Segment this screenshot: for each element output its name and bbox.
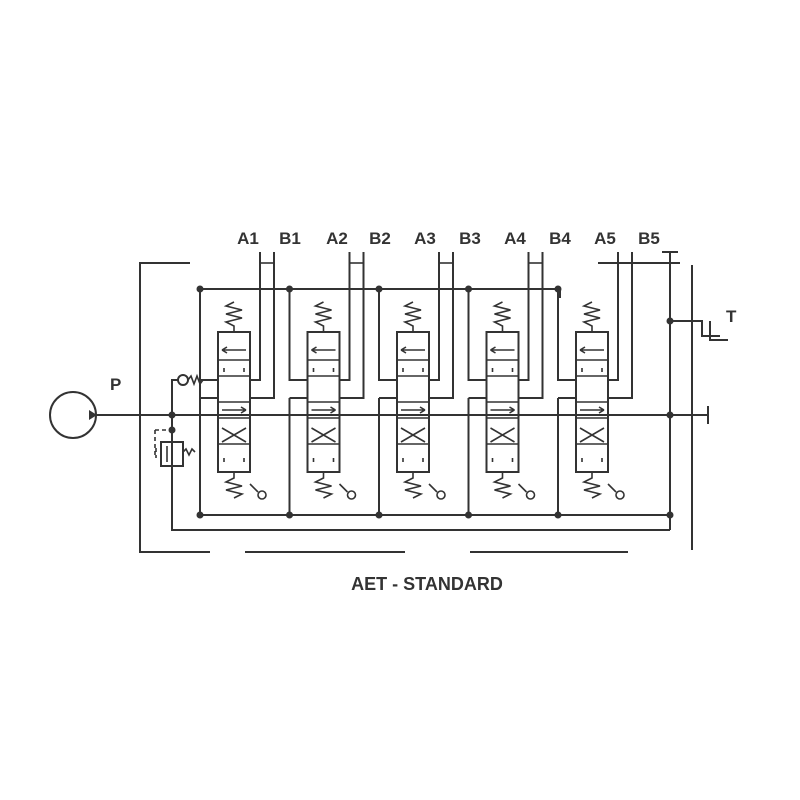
return-line xyxy=(171,430,670,531)
relief-valve xyxy=(154,415,196,467)
port-label-a4: A4 xyxy=(504,229,526,248)
pump-label: P xyxy=(110,375,121,394)
pump-symbol xyxy=(49,391,97,439)
port-label-a2: A2 xyxy=(326,229,348,248)
diagram-caption: AET - STANDARD xyxy=(351,574,503,594)
housing-outline xyxy=(139,262,693,553)
valve-section-2 xyxy=(286,252,365,519)
junction-dots xyxy=(168,317,674,519)
valve-section-1 xyxy=(196,252,275,519)
tank-label: T xyxy=(726,307,737,326)
valve-sections xyxy=(196,252,633,519)
valve-section-3 xyxy=(375,252,454,519)
valve-section-4 xyxy=(465,252,544,519)
port-label-a5: A5 xyxy=(594,229,616,248)
port-label-b5: B5 xyxy=(638,229,660,248)
port-label-b1: B1 xyxy=(279,229,301,248)
port-label-b2: B2 xyxy=(369,229,391,248)
port-label-b4: B4 xyxy=(549,229,571,248)
port-label-a3: A3 xyxy=(414,229,436,248)
valve-section-5 xyxy=(554,252,633,519)
port-labels: A1 B1 A2 B2 A3 B3 A4 B4 A5 B5 xyxy=(237,229,660,248)
port-label-b3: B3 xyxy=(459,229,481,248)
port-label-a1: A1 xyxy=(237,229,259,248)
